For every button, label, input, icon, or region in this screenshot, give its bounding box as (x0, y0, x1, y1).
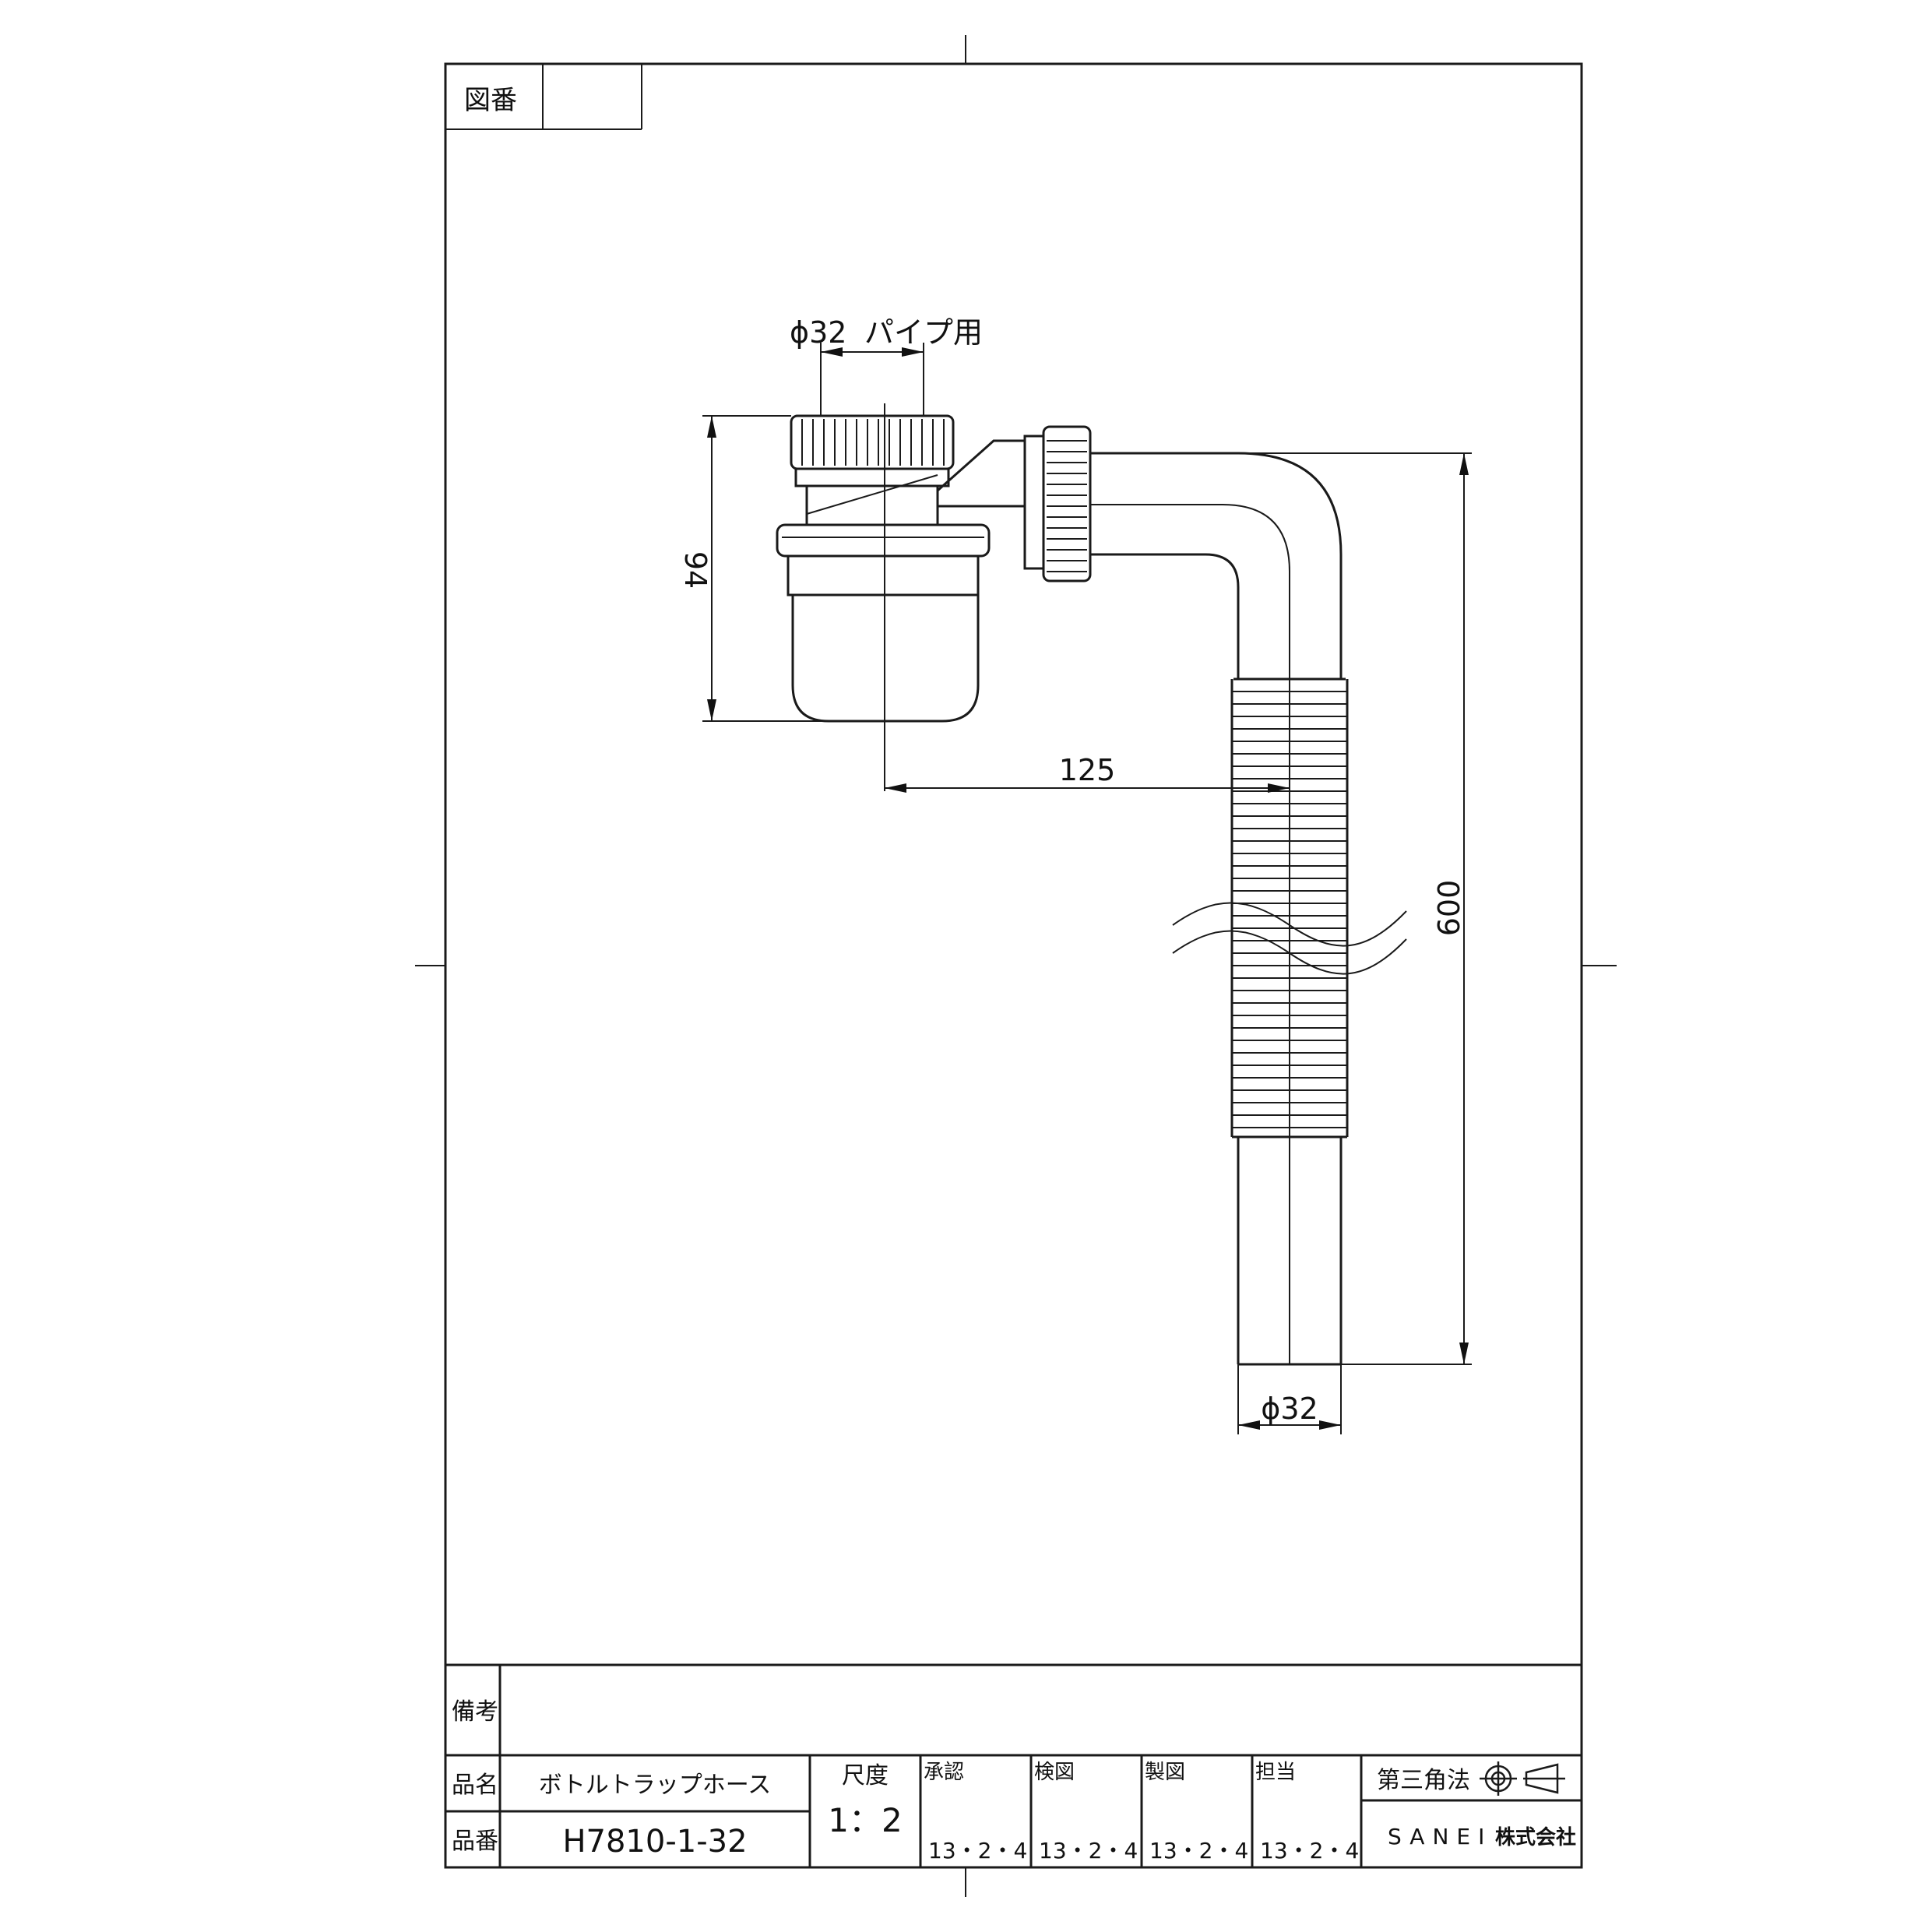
title-block (445, 1663, 1582, 1867)
approval-date-4: 13・2・4 (1260, 1838, 1359, 1863)
name-label: 品名 (452, 1772, 498, 1799)
approval-label-2: 検図 (1034, 1761, 1075, 1784)
approval-label-4: 担当 (1255, 1761, 1296, 1784)
break-lines (1172, 902, 1407, 975)
remarks-label: 備考 (452, 1698, 498, 1726)
dim-inlet-value: ϕ32 (790, 315, 846, 350)
scale-label: 尺度 (842, 1762, 889, 1789)
dim-outlet-value: ϕ32 (1261, 1392, 1318, 1426)
dim-trap-height-value: 94 (678, 551, 713, 589)
part-value: H7810-1-32 (562, 1824, 747, 1860)
tail-pipe (1237, 1137, 1343, 1366)
approval-label-1: 承認 (924, 1761, 964, 1784)
corrugated-hose (1230, 677, 1349, 1138)
scale-value: 1：2 (828, 1801, 902, 1839)
dim-inlet-pipe: ϕ32 パイプ用 (790, 315, 983, 416)
company-name: SANEI (1388, 1824, 1492, 1849)
dim-inlet-suffix: パイプ用 (864, 315, 983, 350)
third-angle-projection-icon (1480, 1761, 1565, 1796)
drawing-number-label: 図番 (464, 85, 517, 116)
part-label: 品番 (452, 1828, 498, 1855)
dim-hose-length-value: 600 (1432, 880, 1466, 937)
dim-offset-value: 125 (1059, 753, 1116, 787)
dim-hose-length: 600 (1090, 452, 1472, 1365)
approval-label-3: 製図 (1145, 1761, 1185, 1784)
approval-date-3: 13・2・4 (1149, 1838, 1248, 1863)
drawing-number-box: 図番 (445, 64, 642, 130)
bottle-trap (776, 414, 1092, 723)
dim-offset: 125 (885, 753, 1290, 793)
center-marks (415, 35, 1617, 1897)
approval-date-2: 13・2・4 (1039, 1838, 1138, 1863)
company-suffix: 株式会社 (1495, 1825, 1576, 1849)
outlet-pipe (1090, 452, 1343, 1364)
dim-trap-height: 94 (678, 415, 829, 722)
approval-date-1: 13・2・4 (928, 1838, 1027, 1863)
name-value: ボトルトラップホース (539, 1772, 772, 1799)
drawing-frame (444, 62, 1583, 1869)
projection-label: 第三角法 (1377, 1767, 1470, 1794)
dim-outlet-diameter: ϕ32 (1237, 1364, 1342, 1434)
